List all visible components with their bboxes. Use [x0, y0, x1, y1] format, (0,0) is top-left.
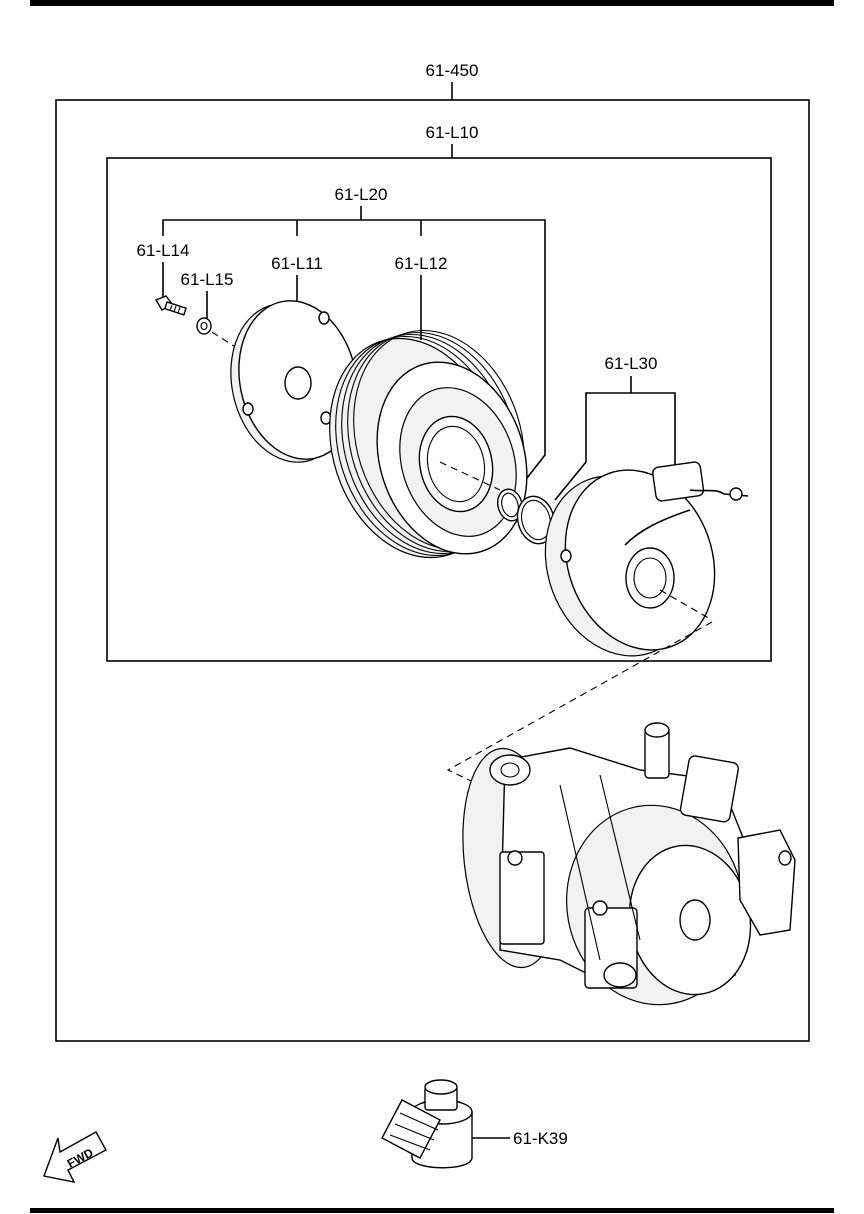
- label-bolt[interactable]: 61-L14: [137, 241, 190, 260]
- label-sensor[interactable]: 61-K39: [513, 1129, 568, 1148]
- label-washer[interactable]: 61-L15: [181, 270, 234, 289]
- pulley-icon[interactable]: [302, 308, 551, 580]
- field-coil-icon[interactable]: [521, 449, 749, 677]
- label-pulley[interactable]: 61-L12: [395, 254, 448, 273]
- sensor-icon[interactable]: [381, 1079, 473, 1169]
- label-field-coil[interactable]: 61-L30: [605, 354, 658, 373]
- label-clutch-set[interactable]: 61-L10: [426, 123, 479, 142]
- fwd-arrow-icon: FWD: [43, 1131, 107, 1183]
- label-assembly[interactable]: 61-450: [426, 61, 479, 80]
- top-rule: [30, 0, 834, 6]
- inner-frame: [106, 157, 772, 662]
- bolt-icon[interactable]: [154, 295, 187, 316]
- snap-ring-icon[interactable]: [494, 486, 559, 547]
- label-pulley-set[interactable]: 61-L20: [335, 185, 388, 204]
- washer-icon[interactable]: [196, 317, 212, 335]
- bottom-rule: [30, 1208, 834, 1213]
- compressor-icon[interactable]: [453, 722, 796, 1019]
- label-hub[interactable]: 61-L11: [271, 254, 323, 273]
- outer-frame: [55, 99, 810, 1042]
